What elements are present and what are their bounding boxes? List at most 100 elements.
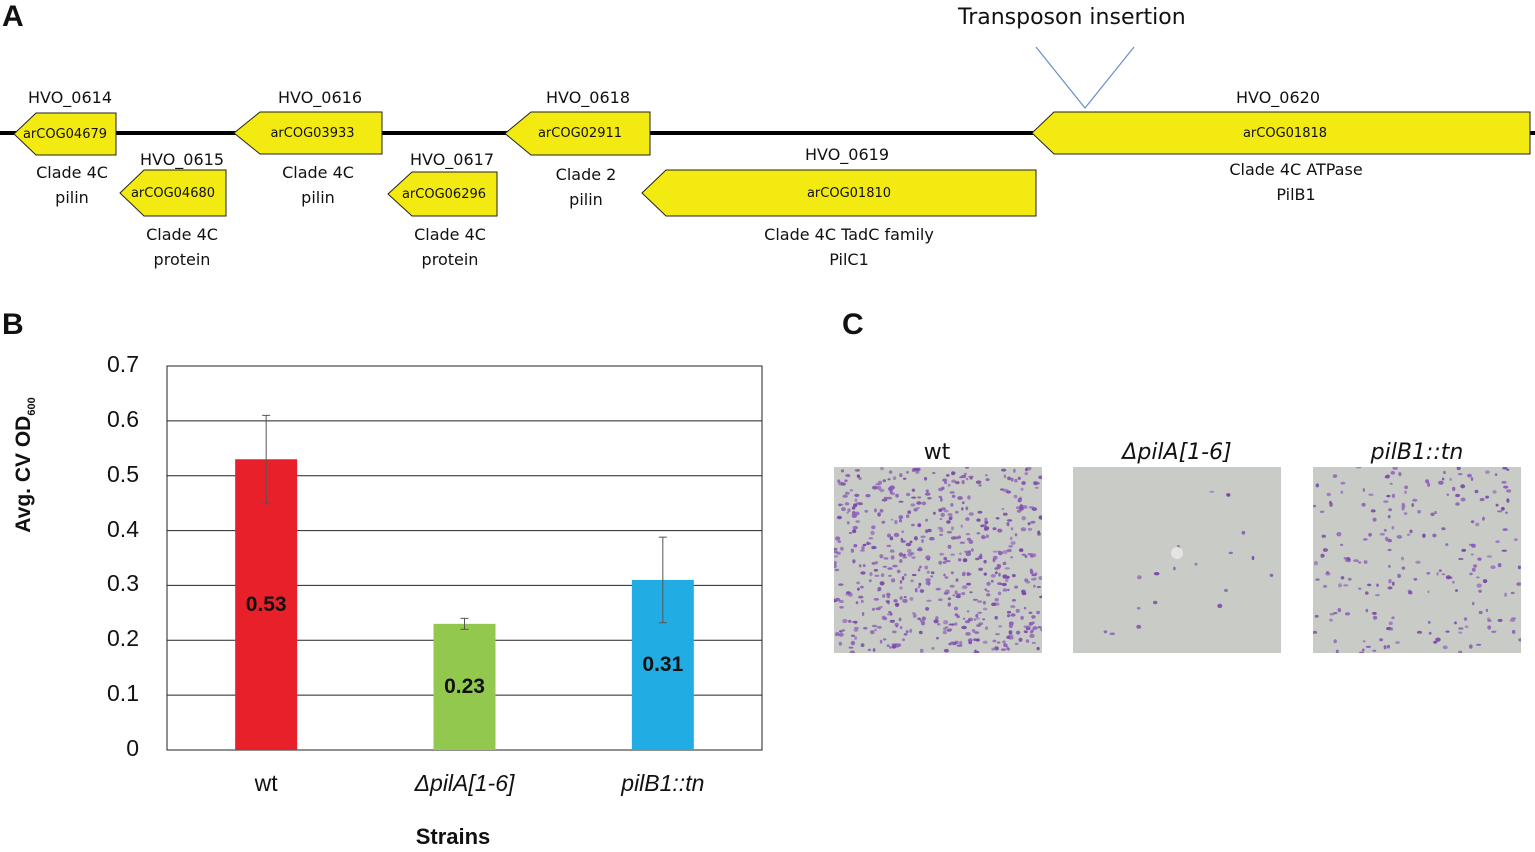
stained-cell bbox=[965, 506, 969, 511]
panel-c-letter: C bbox=[842, 308, 864, 341]
stained-cell bbox=[1383, 645, 1387, 650]
stained-cell bbox=[886, 592, 891, 597]
stained-cell bbox=[1478, 610, 1483, 615]
stained-cell bbox=[855, 601, 859, 605]
stained-cell bbox=[1479, 497, 1485, 502]
stained-cell bbox=[938, 598, 943, 601]
stained-cell bbox=[1358, 587, 1362, 590]
stained-cell bbox=[1475, 522, 1480, 527]
stained-cell bbox=[1412, 498, 1418, 502]
stained-cell bbox=[937, 623, 941, 626]
stained-cell bbox=[1003, 643, 1008, 647]
stained-cell bbox=[1228, 551, 1233, 555]
gene-arrow bbox=[387, 171, 498, 217]
stained-cell bbox=[1002, 640, 1006, 644]
stained-cell bbox=[896, 569, 901, 574]
stained-cell bbox=[961, 625, 967, 630]
stained-cell bbox=[911, 496, 917, 499]
stained-cell bbox=[1241, 530, 1246, 535]
bar-value-label: 0.23 bbox=[444, 674, 485, 698]
stained-cell bbox=[856, 474, 860, 478]
cog-label: arCOG01810 bbox=[806, 185, 892, 201]
stained-cell bbox=[898, 515, 904, 520]
stained-cell bbox=[1365, 645, 1371, 648]
stained-cell bbox=[881, 615, 886, 620]
stained-cell bbox=[1037, 626, 1042, 629]
stained-cell bbox=[1038, 576, 1042, 580]
stained-cell bbox=[1497, 563, 1502, 568]
stained-cell bbox=[873, 568, 879, 572]
stained-cell bbox=[944, 589, 950, 594]
stained-cell bbox=[883, 638, 887, 641]
stained-cell bbox=[1372, 611, 1377, 615]
stained-cell bbox=[849, 489, 854, 492]
stained-cell bbox=[909, 540, 913, 544]
stained-cell bbox=[1392, 467, 1398, 470]
stained-cell bbox=[1443, 470, 1446, 475]
stained-cell bbox=[1006, 635, 1011, 639]
stained-cell bbox=[1348, 577, 1352, 581]
stained-cell bbox=[1458, 627, 1464, 630]
stained-cell bbox=[945, 560, 951, 563]
stained-cell bbox=[1034, 577, 1037, 581]
stained-cell bbox=[925, 518, 929, 522]
stained-cell bbox=[932, 471, 936, 475]
stained-cell bbox=[1019, 504, 1024, 509]
stained-cell bbox=[1001, 468, 1007, 472]
stained-cell bbox=[1251, 555, 1255, 561]
stained-cell bbox=[1469, 644, 1473, 649]
stained-cell bbox=[861, 546, 865, 550]
stained-cell bbox=[931, 647, 935, 650]
stained-cell bbox=[973, 618, 977, 621]
stained-cell bbox=[1491, 630, 1497, 633]
stained-cell bbox=[866, 541, 870, 545]
stained-cell bbox=[954, 622, 958, 626]
stained-cell bbox=[903, 477, 907, 480]
stained-cell bbox=[1033, 584, 1036, 588]
stained-cell bbox=[1509, 618, 1516, 622]
stained-cell bbox=[1486, 555, 1493, 558]
stained-cell bbox=[919, 648, 924, 653]
stained-cell bbox=[946, 474, 950, 477]
stained-cell bbox=[870, 530, 875, 536]
stained-cell bbox=[915, 468, 919, 472]
stained-cell bbox=[967, 617, 974, 622]
stained-cell bbox=[1406, 533, 1411, 536]
stained-cell bbox=[1010, 527, 1014, 531]
stained-cell bbox=[990, 573, 996, 578]
stained-cell bbox=[883, 496, 888, 500]
micrograph-label-wt: wt bbox=[923, 440, 951, 465]
stained-cell bbox=[962, 558, 968, 563]
stained-cell bbox=[1000, 488, 1005, 491]
stained-cell bbox=[1436, 572, 1439, 576]
stained-cell bbox=[1329, 613, 1335, 616]
stained-cell bbox=[994, 567, 999, 570]
stained-cell bbox=[1313, 504, 1316, 508]
stained-cell bbox=[1392, 581, 1395, 586]
stained-cell bbox=[1019, 496, 1023, 501]
stained-cell bbox=[901, 576, 905, 581]
transposon-insertion-label: Transposon insertion bbox=[958, 5, 1186, 30]
stained-cell bbox=[1016, 509, 1022, 513]
stained-cell bbox=[1315, 483, 1319, 488]
stained-cell bbox=[944, 576, 949, 579]
cog-label: arCOG03933 bbox=[270, 125, 355, 141]
stained-cell bbox=[872, 648, 876, 652]
stained-cell bbox=[1487, 625, 1492, 630]
stained-cell bbox=[994, 646, 999, 651]
stained-cell bbox=[861, 612, 865, 616]
stained-cell bbox=[936, 637, 939, 640]
stained-cell bbox=[868, 537, 874, 540]
stained-cell bbox=[890, 578, 896, 583]
stained-cell bbox=[1495, 540, 1500, 543]
stained-cell bbox=[926, 599, 932, 602]
stained-cell bbox=[968, 475, 974, 478]
stained-cell bbox=[834, 561, 837, 565]
bar bbox=[433, 623, 496, 750]
stained-cell bbox=[914, 588, 918, 593]
stained-cell bbox=[966, 610, 970, 613]
stained-cell bbox=[961, 480, 965, 485]
stained-cell bbox=[855, 502, 862, 505]
stained-cell bbox=[1028, 611, 1033, 614]
stained-cell bbox=[1226, 493, 1231, 497]
